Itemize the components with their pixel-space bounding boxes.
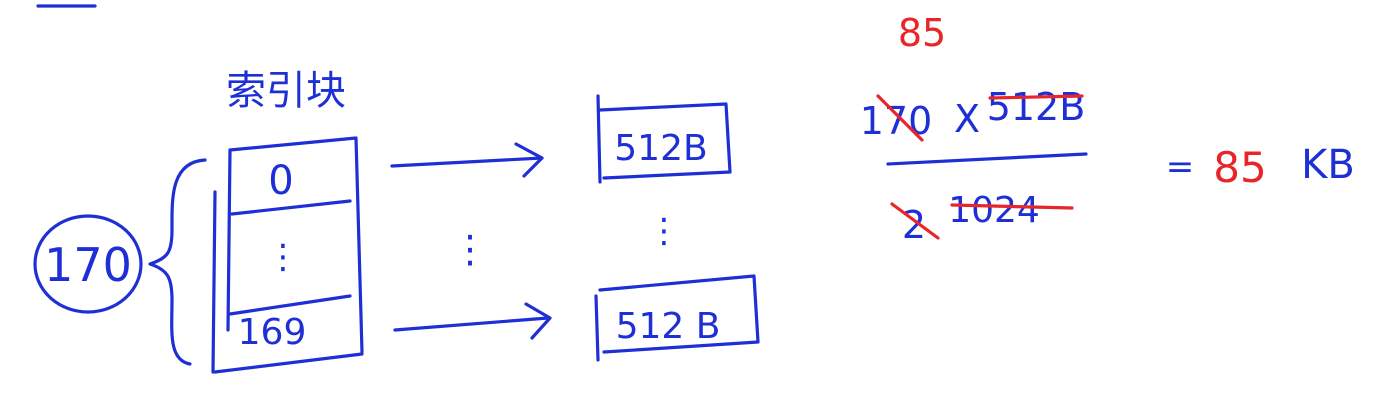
index-block-title: 索引块 <box>226 68 346 114</box>
calc-result-unit: KB <box>1301 142 1355 188</box>
index-row-divider-top <box>230 199 352 216</box>
index-row-divider-bottom <box>228 294 352 316</box>
curly-brace <box>148 158 207 366</box>
calc-multiply-sign: X <box>954 97 980 141</box>
calc-equals-sign: = <box>1166 147 1195 187</box>
count-label: 170 <box>44 238 132 292</box>
count-circle <box>33 214 143 314</box>
calc-denominator-factor-strike <box>890 202 940 240</box>
calc-denominator-value: 1024 <box>948 190 1040 231</box>
arrow-bottom-head <box>524 302 552 340</box>
arrow-top-shaft <box>390 156 544 168</box>
index-entry-first: 0 <box>268 158 293 204</box>
arrow-top-head <box>514 142 544 178</box>
index-block-inner-left-edge <box>226 148 232 332</box>
calc-numerator-size: 512B <box>987 85 1086 129</box>
calc-fraction-bar <box>886 152 1088 166</box>
calc-result-value: 85 <box>1213 143 1266 192</box>
index-entry-ellipsis: ⋮ <box>266 237 300 277</box>
arrow-gap-ellipsis: ⋮ <box>451 227 489 271</box>
data-block-ellipsis: ⋮ <box>647 211 681 251</box>
calc-numerator-count-strike <box>876 94 924 142</box>
calc-simplified-result: 85 <box>898 11 946 55</box>
calc-denominator-value-strike <box>950 203 1074 210</box>
index-entry-last: 169 <box>238 312 307 353</box>
index-block-bottom-edge <box>213 352 364 374</box>
data-block-top-label: 512B <box>614 128 707 169</box>
index-block-right-edge <box>228 136 364 354</box>
index-block-left-edge <box>211 190 217 374</box>
data-block-bottom-label: 512 B <box>616 306 721 347</box>
data-block-top-box <box>596 94 732 184</box>
arrow-bottom-shaft <box>393 316 550 332</box>
data-block-bottom-box <box>594 274 760 362</box>
calc-numerator-count: 170 <box>860 99 933 143</box>
calc-numerator-size-strike <box>988 94 1084 100</box>
